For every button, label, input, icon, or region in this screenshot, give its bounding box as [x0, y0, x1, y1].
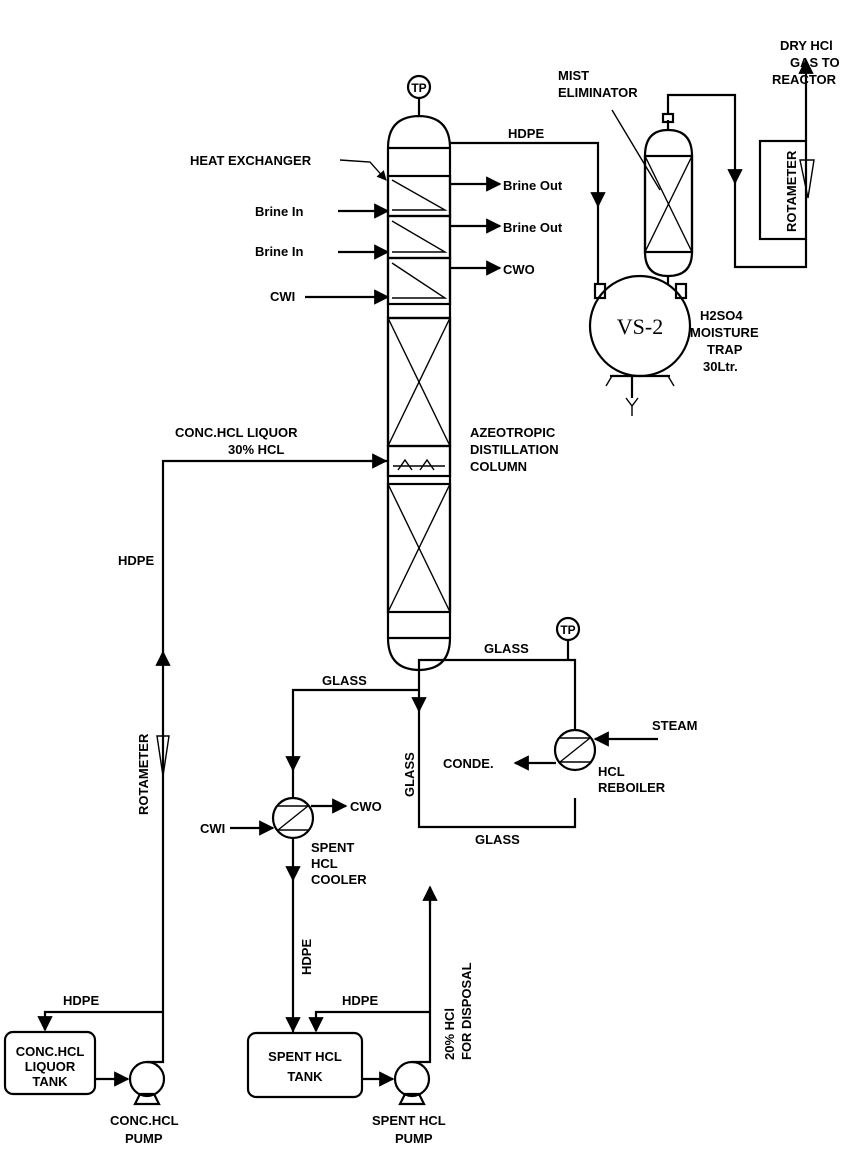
- disposal-label-2: FOR DISPOSAL: [459, 962, 474, 1060]
- column-utility-lines: Brine In Brine In CWI Brine Out Brine Ou…: [255, 176, 563, 305]
- azeo-label-3: COLUMN: [470, 459, 527, 474]
- mist-label-2: ELIMINATOR: [558, 85, 638, 100]
- conc-liquor-label-1: CONC.HCL LIQUOR: [175, 425, 298, 440]
- spent-pump-label-1: SPENT HCL: [372, 1113, 446, 1128]
- reboiler-label-2: REBOILER: [598, 780, 666, 795]
- dry-gas-label-2: GAS TO: [790, 55, 840, 70]
- spent-tank-label-2: TANK: [287, 1069, 323, 1084]
- glass-left-label: GLASS: [322, 673, 367, 688]
- conc-tank-label-1: CONC.HCL: [16, 1044, 85, 1059]
- conde-label: CONDE.: [443, 756, 494, 771]
- hdpe-bottom-mid-label: HDPE: [342, 993, 378, 1008]
- hdpe-bottom-left-label: HDPE: [63, 993, 99, 1008]
- dry-gas-label-3: REACTOR: [772, 72, 837, 87]
- disposal-label-1: 20% HCl: [442, 1008, 457, 1060]
- glass-bottom-label: GLASS: [475, 832, 520, 847]
- spent-hcl-pump-icon: [393, 1060, 431, 1098]
- trap-label-1: H2SO4: [700, 308, 743, 323]
- trap-label-3: TRAP: [707, 342, 743, 357]
- azeo-label-2: DISTILLATION: [470, 442, 559, 457]
- vs2-label: VS-2: [617, 314, 663, 339]
- cwo-top-label: CWO: [503, 262, 535, 277]
- conc-hcl-pump-icon: [128, 1060, 166, 1098]
- conc-pump-label-2: PUMP: [125, 1131, 163, 1146]
- conc-liquor-label-2: 30% HCL: [228, 442, 284, 457]
- spent-hcl-tank: [246, 1031, 364, 1099]
- cwi-top-label: CWI: [270, 289, 295, 304]
- spent-hcl-tank-group: SPENT HCL TANK HDPE 20% HCl FOR DISPOSAL…: [246, 885, 474, 1146]
- azeotropic-distillation-column: TP: [386, 74, 452, 672]
- brine-out-2-label: Brine Out: [503, 220, 563, 235]
- temperature-probe-reboiler-icon: [555, 616, 581, 642]
- cooler-label-2: HCL: [311, 856, 338, 871]
- tp-reboiler-label: TP: [560, 623, 575, 637]
- conc-pump-label-1: CONC.HCL: [110, 1113, 179, 1128]
- brine-in-2-label: Brine In: [255, 244, 303, 259]
- glass-top-label: GLASS: [484, 641, 529, 656]
- reboiler-label-1: HCL: [598, 764, 625, 779]
- top-vapour-line: HDPE: [450, 126, 606, 285]
- dry-gas-label-1: DRY HCl: [780, 38, 833, 53]
- hdpe-down-label: HDPE: [299, 939, 314, 975]
- reboiler-loop: GLASS GLASS GLASS TP STEAM CONDE. HCL RE…: [402, 616, 698, 847]
- trap-label-4: 30Ltr.: [703, 359, 738, 374]
- cwo-cooler-label: CWO: [350, 799, 382, 814]
- tp-top-label: TP: [411, 81, 426, 95]
- mist-eliminator: MIST ELIMINATOR: [558, 68, 808, 284]
- spent-tank-label-1: SPENT HCL: [268, 1049, 342, 1064]
- heat-exchanger-label: HEAT EXCHANGER: [190, 153, 312, 168]
- cooler-label-1: SPENT: [311, 840, 354, 855]
- feed-line: CONC.HCL LIQUOR 30% HCL HDPE ROTAMETER: [118, 425, 388, 930]
- temperature-probe-top-icon: [406, 74, 432, 100]
- rotameter-top: ROTAMETER DRY HCl GAS TO REACTOR: [758, 38, 840, 241]
- steam-label: STEAM: [652, 718, 698, 733]
- cwi-cooler-label: CWI: [200, 821, 225, 836]
- brine-in-1-label: Brine In: [255, 204, 303, 219]
- rotameter-top-label: ROTAMETER: [784, 150, 799, 232]
- glass-side-label: GLASS: [402, 752, 417, 797]
- conc-hcl-liquor-tank: [3, 1030, 97, 1096]
- spent-pump-label-2: PUMP: [395, 1131, 433, 1146]
- hdpe-top-label: HDPE: [508, 126, 544, 141]
- azeo-label-1: AZEOTROPIC: [470, 425, 556, 440]
- cooler-label-3: COOLER: [311, 872, 367, 887]
- conc-tank-label-2: LIQUOR: [25, 1059, 76, 1074]
- mist-label-1: MIST: [558, 68, 589, 83]
- conc-tank-label-3: TANK: [32, 1074, 68, 1089]
- conc-hcl-tank-group: CONC.HCL LIQUOR TANK HDPE CONC.HCL PUMP: [3, 930, 179, 1146]
- vs2-moisture-trap: VS-2 H2SO4 MOISTURE TRAP 30Ltr.: [588, 274, 759, 416]
- rotameter-left-label: ROTAMETER: [136, 733, 151, 815]
- hdpe-left-label: HDPE: [118, 553, 154, 568]
- spent-cooler-line: GLASS CWI CWO SPENT HCL COOLER HDPE: [200, 673, 419, 1033]
- trap-label-2: MOISTURE: [690, 325, 759, 340]
- brine-out-1-label: Brine Out: [503, 178, 563, 193]
